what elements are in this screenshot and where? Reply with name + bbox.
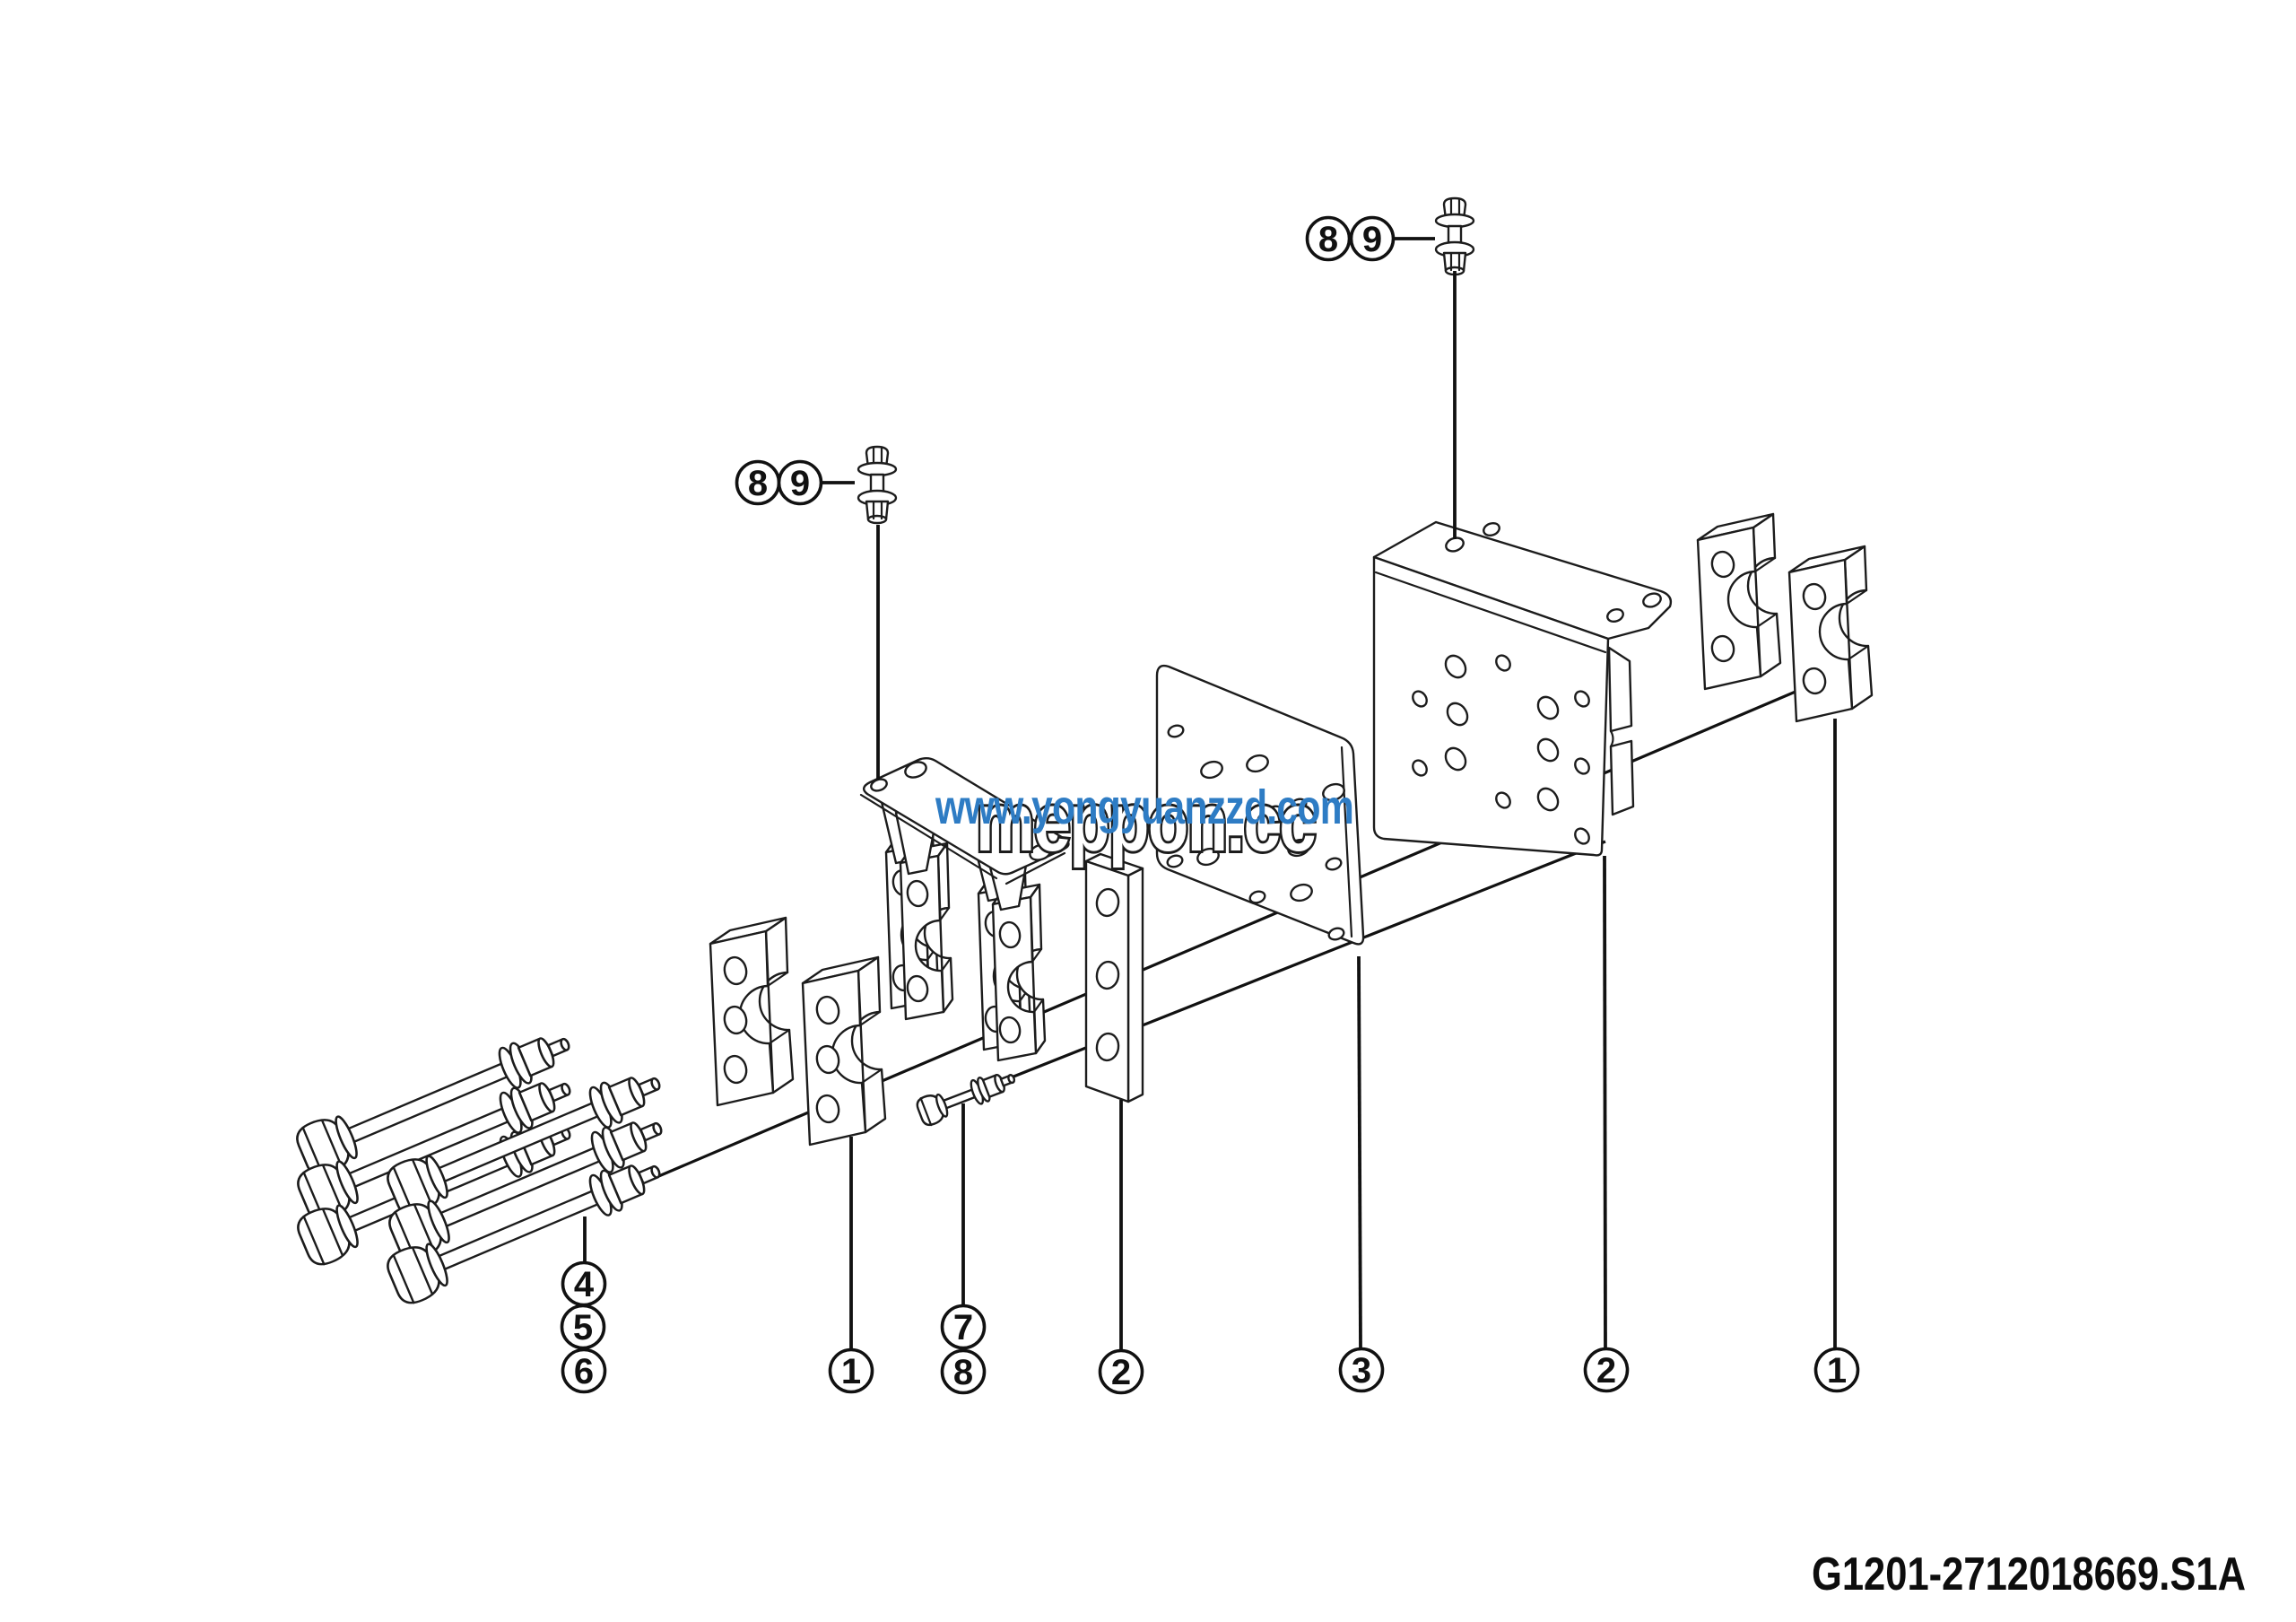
bracket-top-plate bbox=[859, 757, 1070, 885]
callout-circle bbox=[1813, 1347, 1860, 1393]
callout-5: 5 bbox=[560, 1304, 606, 1350]
watermark-outline-text: meppon.cc bbox=[976, 777, 1315, 868]
callout-1: 1 bbox=[1813, 1347, 1860, 1393]
bracket-side-tab bbox=[1607, 646, 1633, 733]
clamp-block bbox=[1787, 545, 1874, 723]
callout-circle bbox=[777, 459, 823, 506]
flange-bolt bbox=[1434, 196, 1475, 276]
callout-6: 6 bbox=[561, 1347, 607, 1394]
callout-3: 3 bbox=[1338, 1347, 1385, 1393]
watermark-url-text: www.yongyuanzzd.com bbox=[935, 780, 1353, 834]
bracket-center bbox=[859, 757, 1144, 1103]
flange-bolt bbox=[857, 445, 898, 525]
clamp-blocks-left bbox=[709, 916, 887, 1147]
callout-number: 9 bbox=[1362, 220, 1382, 259]
callout-circle bbox=[940, 1348, 987, 1395]
clamp-block bbox=[801, 955, 887, 1147]
leader-lines bbox=[583, 237, 1837, 1350]
bracket-post-front bbox=[991, 883, 1047, 1062]
callout-number: 8 bbox=[953, 1353, 973, 1392]
callout-number: 2 bbox=[1111, 1353, 1131, 1392]
bracket-side-plate bbox=[1084, 852, 1144, 1103]
callout-8: 8 bbox=[1305, 215, 1352, 262]
bracket-flange bbox=[1372, 520, 1673, 641]
bracket-side-tab bbox=[1609, 739, 1635, 816]
callout-number: 8 bbox=[748, 464, 768, 503]
callout-number: 4 bbox=[574, 1265, 595, 1304]
drawing-number: G1201-2712018669.S1A bbox=[1812, 1548, 2246, 1600]
callout-8: 8 bbox=[735, 459, 781, 506]
callout-9: 9 bbox=[1349, 215, 1396, 262]
callout-9: 9 bbox=[777, 459, 823, 506]
callout-circle bbox=[1583, 1347, 1630, 1393]
callout-number: 2 bbox=[1596, 1351, 1616, 1391]
callout-circle bbox=[828, 1347, 874, 1394]
callout-number: 1 bbox=[1827, 1351, 1847, 1391]
callout-circle bbox=[1349, 215, 1396, 262]
callout-2: 2 bbox=[1098, 1348, 1144, 1395]
callout-circle bbox=[940, 1304, 987, 1350]
callout-circle bbox=[561, 1347, 607, 1394]
callout-number: 9 bbox=[790, 464, 810, 503]
callout-7: 7 bbox=[940, 1304, 987, 1350]
leader-line bbox=[1357, 955, 1362, 1349]
callout-number: 3 bbox=[1352, 1351, 1371, 1391]
adapter-plate bbox=[1155, 664, 1365, 946]
clamp-block bbox=[709, 916, 795, 1107]
callout-number: 5 bbox=[573, 1308, 593, 1347]
callout-number: 8 bbox=[1318, 220, 1338, 259]
small-bolt bbox=[913, 1063, 1021, 1129]
callout-2: 2 bbox=[1583, 1347, 1630, 1393]
callout-circle bbox=[1098, 1348, 1144, 1395]
callout-8: 8 bbox=[940, 1348, 987, 1395]
long-bolts-group bbox=[291, 1016, 673, 1310]
callout-number: 6 bbox=[574, 1352, 594, 1391]
callout-4: 4 bbox=[561, 1260, 607, 1307]
bracket-face bbox=[1372, 555, 1610, 857]
callout-circle bbox=[560, 1304, 606, 1350]
clamp-block bbox=[1696, 512, 1782, 691]
callout-circle bbox=[1305, 215, 1352, 262]
bracket-right bbox=[1372, 520, 1673, 857]
callout-number: 7 bbox=[953, 1308, 973, 1347]
callout-circle bbox=[1338, 1347, 1385, 1393]
callout-1: 1 bbox=[828, 1347, 874, 1394]
callout-number: 1 bbox=[841, 1352, 861, 1391]
clamp-blocks-right bbox=[1696, 512, 1874, 723]
